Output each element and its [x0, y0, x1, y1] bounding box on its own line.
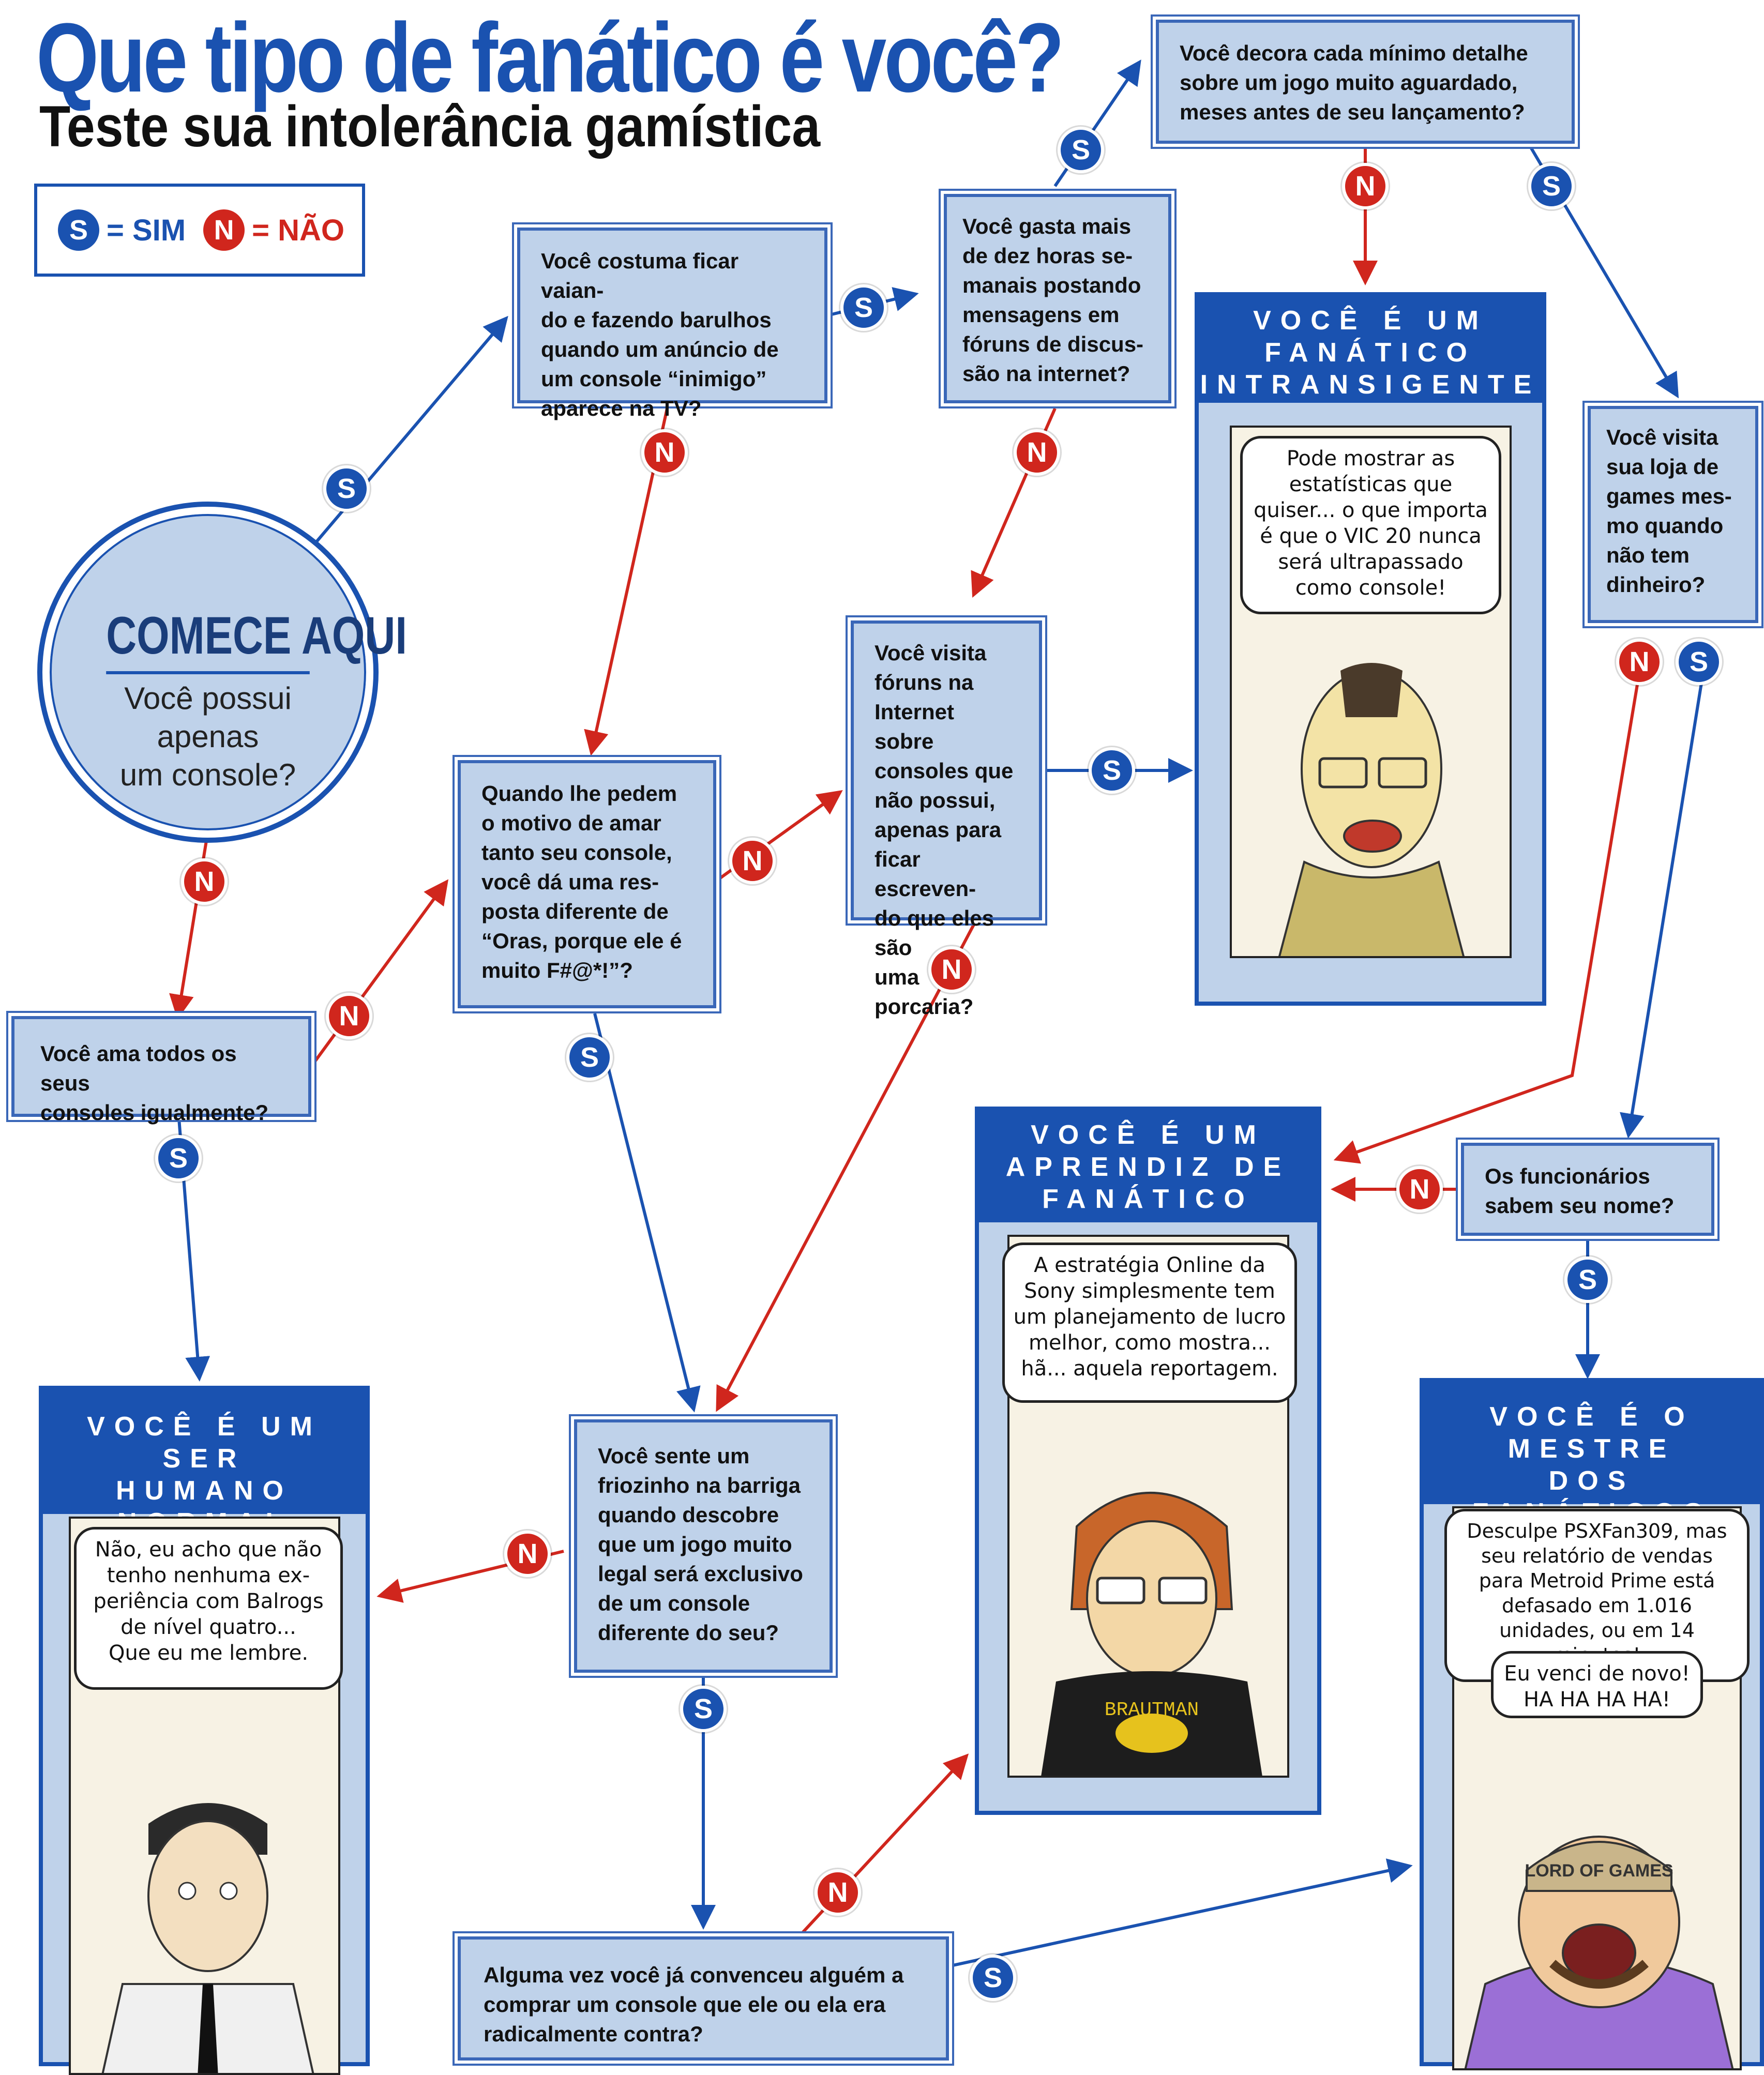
badge-sim-ama: S	[155, 1135, 202, 1182]
badge-nao-start: N	[181, 858, 228, 905]
badge-nao-ama: N	[326, 993, 372, 1039]
page-subtitle: Teste sua intolerância gamística	[39, 94, 821, 159]
arrow-visita-foruns-nao	[716, 917, 979, 1412]
badge-nao-foruns-horas: N	[1014, 429, 1060, 476]
legend-nao-label: = NÃO	[252, 213, 344, 247]
aprendiz-character-illustration: BRAUTMAN	[1041, 1492, 1262, 1776]
arrow-motivo-sim	[593, 1013, 701, 1413]
page-title: Que tipo de fanático é você?	[36, 3, 1064, 113]
legend-sim-badge: S	[58, 209, 99, 251]
legend-nao-badge: N	[203, 209, 245, 251]
badge-sim-foruns-horas: S	[1058, 127, 1104, 173]
badge-nao-friozinho: N	[504, 1531, 551, 1577]
badge-sim-friozinho: S	[680, 1686, 727, 1732]
aprendiz-shirt-text: BRAUTMAN	[1105, 1699, 1199, 1721]
start-node[interactable]: COMECE AQUI Você possui apenas um consol…	[42, 507, 407, 838]
legend-sim-label: = SIM	[107, 213, 186, 247]
badge-nao-decora: N	[1342, 163, 1389, 209]
intransigente-character-illustration	[1278, 663, 1465, 956]
arrow-loja-sim	[1620, 667, 1706, 1139]
badge-sim-convenceu: S	[970, 1955, 1016, 2001]
badge-sim-visita-foruns: S	[1089, 747, 1135, 794]
badge-nao-motivo: N	[729, 838, 776, 884]
mestre-character-illustration: LORD OF GAMES	[1464, 1836, 1734, 2068]
legend: S = SIM N = NÃO	[34, 184, 365, 277]
badge-nao-convenceu: N	[815, 1869, 861, 1916]
normal-character-illustration	[101, 1803, 314, 2073]
arrow-loja-nao	[1333, 656, 1644, 1164]
badge-sim-start: S	[323, 465, 370, 512]
badge-sim-loja: S	[1676, 639, 1722, 685]
badge-sim-decora: S	[1528, 163, 1575, 209]
arrow-ama-nao	[309, 879, 449, 1069]
badge-nao-funcionarios: N	[1396, 1166, 1443, 1213]
badge-nao-loja: N	[1616, 639, 1663, 685]
badge-sim-motivo: S	[566, 1034, 613, 1081]
question-vaiar[interactable]: Você costuma ficar vaian-do e fazendo ba…	[517, 228, 827, 420]
badge-sim-vaiar: S	[840, 284, 887, 331]
mestre-hat-text: LORD OF GAMES	[1525, 1861, 1673, 1881]
start-question: Você possui apenas um console?	[119, 681, 296, 792]
badge-nao-visita-foruns: N	[928, 946, 975, 993]
start-title: COMECE AQUI	[106, 607, 407, 674]
mestre-speech-bubble-2: Eu venci de novo!HA HA HA HA!	[1491, 1651, 1703, 1718]
badge-sim-funcionarios: S	[1564, 1256, 1611, 1303]
badge-nao-vaiar: N	[641, 429, 688, 476]
